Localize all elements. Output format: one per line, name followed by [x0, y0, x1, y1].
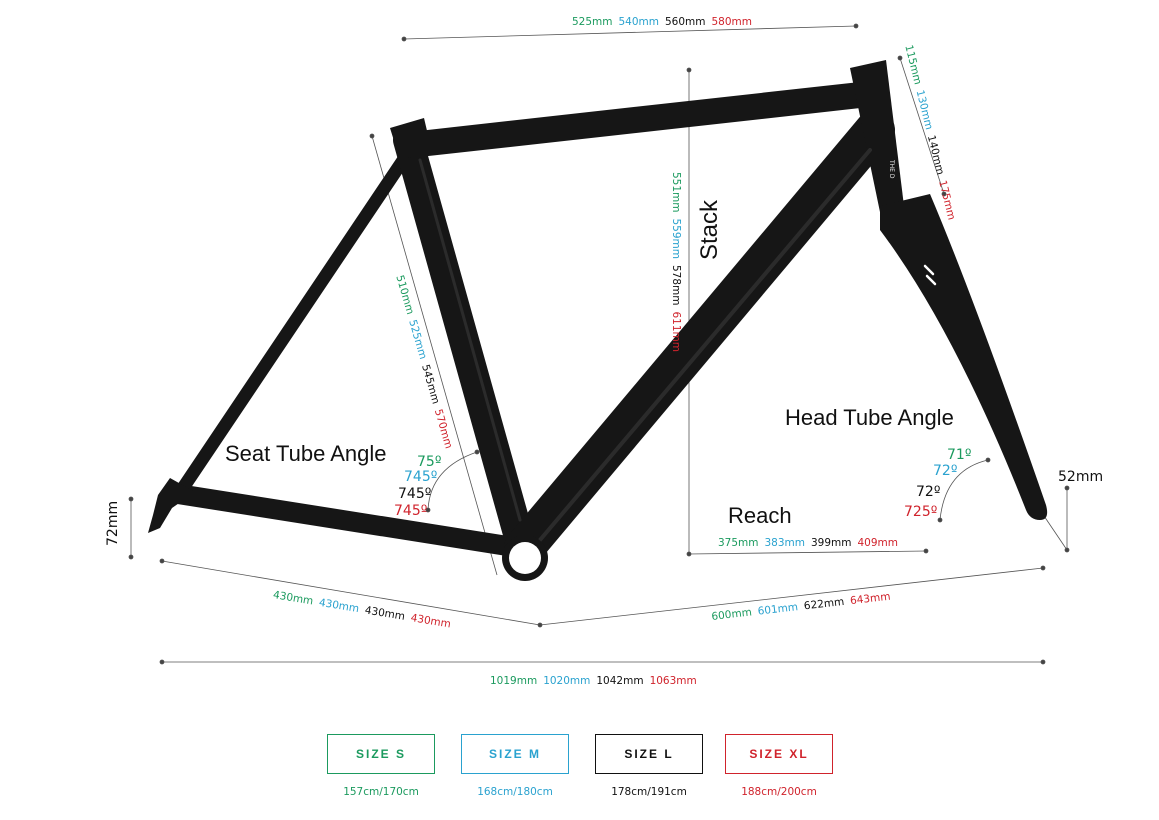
seat-stay	[176, 143, 417, 495]
head-angle-arc	[939, 459, 989, 521]
rear-dropout	[148, 478, 195, 533]
head-tube-stripe	[894, 110, 908, 124]
chainstay-dim-line	[161, 560, 541, 626]
top-tube-dim-line	[403, 25, 857, 40]
size-xl-button[interactable]: SIZE XL	[725, 734, 833, 774]
head-tube-angle-label: Head Tube Angle	[785, 405, 954, 430]
chain-stay	[168, 484, 530, 558]
seat-angle-s: 75º	[417, 454, 442, 470]
seat-cluster	[390, 118, 432, 160]
size-s-height: 157cm/170cm	[343, 786, 419, 798]
top-tube	[397, 82, 873, 158]
size-m-button[interactable]: SIZE M	[461, 734, 569, 774]
stack-label: Stack	[696, 199, 723, 260]
fork	[880, 194, 1048, 520]
head-tube-dim-line	[899, 57, 945, 195]
size-s-button[interactable]: SIZE S	[327, 734, 435, 774]
head-angle-l: 72º	[916, 484, 941, 500]
seat-angle-arc	[427, 451, 478, 511]
reach-label: Reach	[728, 503, 792, 528]
head-angle-s: 71º	[947, 447, 972, 463]
seat-angle-m: 745º	[404, 469, 438, 485]
seat-tube-dim-line	[371, 135, 498, 576]
bb-drop-label: 72mm	[105, 500, 121, 546]
seat-tube-angle-label: Seat Tube Angle	[225, 441, 387, 466]
size-xl-height: 188cm/200cm	[741, 786, 817, 798]
fork-offset-label: 52mm	[1058, 469, 1104, 485]
frame-brand-text: THE D	[888, 159, 895, 179]
stack-measurements: 551mm559mm578mm611mm	[670, 172, 682, 352]
fork-stripe	[923, 264, 935, 276]
front-center-dim-line	[539, 567, 1044, 626]
seat-tube	[393, 125, 539, 570]
head-angle-xl: 725º	[904, 504, 938, 520]
head-angle-m: 72º	[933, 463, 958, 479]
head-tube	[850, 60, 904, 212]
size-m-height: 168cm/180cm	[477, 786, 553, 798]
down-tube	[504, 110, 895, 568]
seat-angle-l: 745º	[398, 486, 432, 502]
reach-dim-line	[688, 550, 927, 555]
size-l-height: 178cm/191cm	[611, 786, 687, 798]
seat-angle-xl: 745º	[394, 503, 428, 519]
size-l-button[interactable]: SIZE L	[595, 734, 703, 774]
